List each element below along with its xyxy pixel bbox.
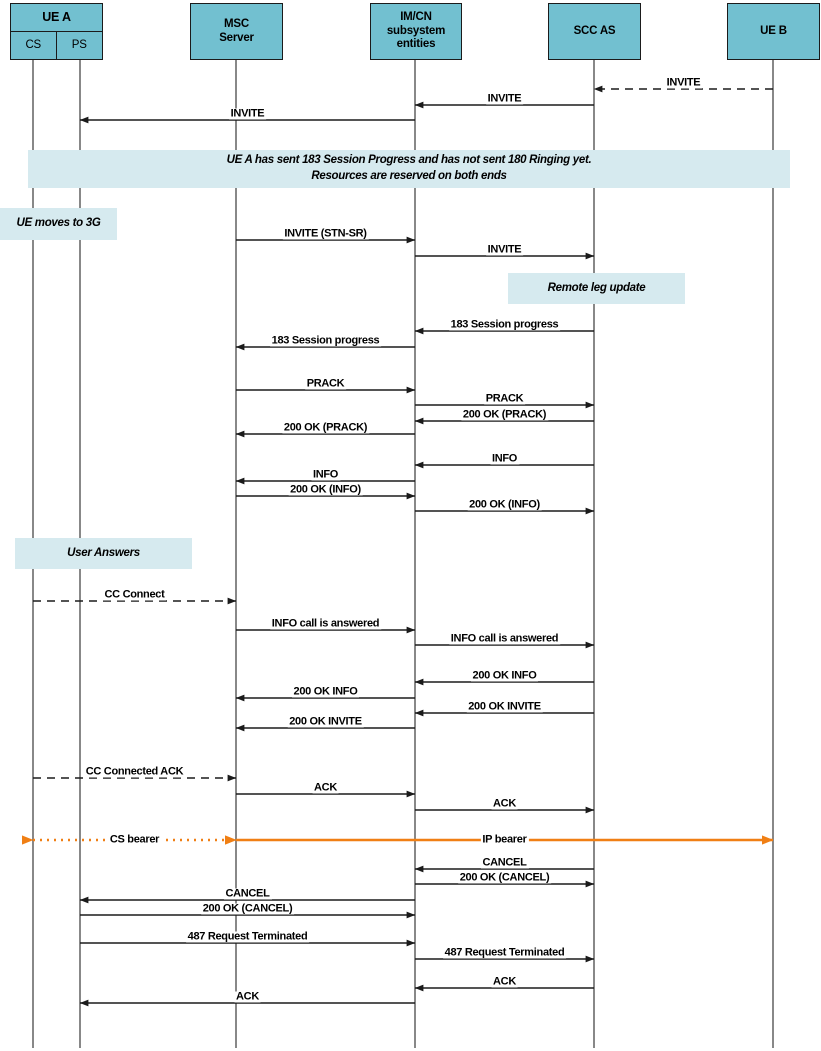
message-label-m09: PRACK — [483, 392, 526, 405]
message-label-m12: INFO — [489, 452, 520, 465]
note-line: UE A has sent 183 Session Progress and h… — [226, 154, 592, 167]
lifeline-sublane-ue_a-cs[interactable]: CS — [11, 32, 57, 59]
messages-group — [33, 85, 773, 1007]
message-label-m03: INVITE — [228, 107, 267, 120]
message-label-m15: 200 OK (INFO) — [467, 498, 542, 511]
message-label-m25: ACK — [491, 797, 518, 810]
lifeline-sublane-row-ue_a: CS PS — [11, 32, 102, 59]
message-label-m11: 200 OK (PRACK) — [281, 421, 370, 434]
lifeline-title-ueb: UE B — [760, 24, 787, 37]
message-label-m27: 200 OK (CANCEL) — [457, 871, 552, 884]
message-label-m06: 183 Session progress — [448, 318, 561, 331]
bearer-label-ip-bearer: IP bearer — [480, 833, 529, 846]
message-label-m02: INVITE — [485, 92, 524, 105]
message-label-m32: ACK — [491, 975, 518, 988]
message-label-m28: CANCEL — [223, 887, 272, 900]
message-label-m19: 200 OK INFO — [470, 669, 539, 682]
note-line: User Answers — [67, 546, 140, 559]
bearer-label-cs-bearer: CS bearer — [107, 833, 162, 846]
lifeline-title-scc: SCC AS — [573, 24, 616, 37]
lifeline-header-scc[interactable]: SCC AS — [548, 3, 641, 60]
message-label-m16: CC Connect — [102, 588, 167, 601]
message-label-m01: INVITE — [664, 76, 703, 89]
message-label-m29: 200 OK (CANCEL) — [200, 902, 295, 915]
lifeline-header-ueb[interactable]: UE B — [727, 3, 820, 60]
note-line: UE moves to 3G — [16, 217, 101, 230]
lifeline-sublane-ue_a-ps[interactable]: PS — [71, 38, 87, 51]
message-label-m22: 200 OK INVITE — [287, 715, 364, 728]
message-label-m05: INVITE — [485, 243, 524, 256]
message-label-m23: CC Connected ACK — [83, 765, 186, 778]
message-label-m21: 200 OK INVITE — [466, 700, 543, 713]
note-183-progress: UE A has sent 183 Session Progress and h… — [28, 150, 790, 188]
message-label-m20: 200 OK INFO — [291, 685, 360, 698]
message-label-m33: ACK — [234, 990, 261, 1003]
note-remote-leg-update: Remote leg update — [508, 273, 685, 304]
note-user-answers: User Answers — [15, 538, 192, 569]
message-label-m07: 183 Session progress — [269, 334, 382, 347]
message-label-m17: INFO call is answered — [269, 617, 382, 630]
note-ue-moves-3g: UE moves to 3G — [0, 208, 117, 240]
lifeline-title-ue_a: UE A — [11, 4, 102, 32]
message-label-m30: 487 Request Terminated — [185, 930, 310, 943]
message-label-m31: 487 Request Terminated — [442, 946, 567, 959]
message-label-m13: INFO — [310, 468, 341, 481]
message-label-m24: ACK — [312, 781, 339, 794]
message-label-m04: INVITE (STN-SR) — [282, 227, 369, 240]
message-label-m14: 200 OK (INFO) — [288, 483, 363, 496]
message-label-m10: 200 OK (PRACK) — [460, 408, 549, 421]
note-line: Resources are reserved on both ends — [311, 170, 507, 182]
message-label-m08: PRACK — [304, 377, 347, 390]
note-line: Remote leg update — [547, 281, 646, 294]
message-label-m26: CANCEL — [480, 856, 529, 869]
message-label-m18: INFO call is answered — [448, 632, 561, 645]
